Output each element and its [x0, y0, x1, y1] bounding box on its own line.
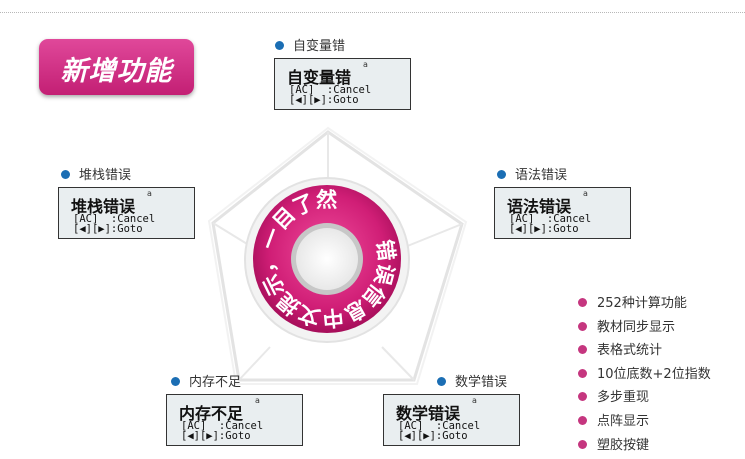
feature-item: 10位底数+2位指数 — [578, 363, 711, 387]
bullet-dot-icon — [578, 321, 587, 331]
label-argument-error: 自变量错 — [275, 35, 345, 54]
bullet-dot-icon — [275, 41, 284, 50]
screen-line-cancel: [AC] :Cancel — [398, 420, 481, 432]
label-stack-error: 堆栈错误 — [61, 164, 131, 183]
feature-text: 塑胶按键 — [597, 437, 650, 453]
label-text: 堆栈错误 — [79, 168, 132, 183]
screen-line-cancel: [AC] :Cancel — [181, 420, 264, 432]
feature-item: 塑胶按键 — [578, 434, 711, 458]
feature-item: 教材同步显示 — [578, 316, 711, 340]
label-math-error: 数学错误 — [437, 371, 507, 390]
feature-item: 252种计算功能 — [578, 292, 711, 316]
top-dotted-divider — [0, 12, 745, 13]
label-memory-error: 内存不足 — [171, 371, 241, 390]
center-hole — [296, 228, 358, 290]
screen-argument-error: 自变量错 a [AC] :Cancel [◀][▶]:Goto — [274, 58, 411, 110]
screen-title: 内存不足 — [179, 404, 244, 423]
bullet-dot-icon — [578, 415, 587, 425]
bullet-dot-icon — [497, 170, 506, 179]
feature-text: 252种计算功能 — [597, 296, 687, 311]
feature-text: 多步重现 — [597, 390, 650, 406]
screen-indicator: a — [583, 189, 588, 198]
screen-line-goto: [◀][▶]:Goto — [398, 430, 468, 442]
feature-text: 10位底数+2位指数 — [597, 366, 711, 382]
label-text: 语法错误 — [515, 168, 568, 183]
screen-indicator: a — [363, 60, 368, 69]
screen-title: 语法错误 — [507, 197, 572, 216]
feature-item: 表格式统计 — [578, 339, 711, 363]
feature-text: 教材同步显示 — [597, 319, 676, 335]
feature-list: 252种计算功能 教材同步显示 表格式统计 10位底数+2位指数 多步重现 点阵… — [578, 292, 711, 457]
screen-indicator: a — [147, 189, 152, 198]
screen-title: 数学错误 — [396, 404, 461, 423]
bullet-dot-icon — [578, 345, 587, 355]
screen-line-goto: [◀][▶]:Goto — [73, 223, 143, 235]
screen-line-cancel: [AC] :Cancel — [289, 84, 372, 96]
screen-indicator: a — [472, 396, 477, 405]
screen-stack-error: 堆栈错误 a [AC] :Cancel [◀][▶]:Goto — [58, 187, 195, 239]
screen-line-cancel: [AC] :Cancel — [509, 213, 592, 225]
bullet-dot-icon — [171, 377, 180, 386]
screen-line-goto: [◀][▶]:Goto — [509, 223, 579, 235]
bullet-dot-icon — [578, 439, 587, 449]
screen-line-goto: [◀][▶]:Goto — [289, 94, 359, 106]
pentagon-frame — [207, 126, 468, 385]
feature-item: 点阵显示 — [578, 410, 711, 434]
bullet-dot-icon — [578, 298, 587, 307]
feature-text: 表格式统计 — [597, 343, 663, 359]
label-text: 内存不足 — [189, 375, 242, 390]
screen-line-cancel: [AC] :Cancel — [73, 213, 156, 225]
label-text: 数学错误 — [455, 375, 508, 390]
screen-syntax-error: 语法错误 a [AC] :Cancel [◀][▶]:Goto — [494, 187, 631, 239]
badge-title: 新增功能 — [60, 56, 173, 87]
label-syntax-error: 语法错误 — [497, 164, 567, 183]
feature-text: 点阵显示 — [597, 413, 650, 429]
screen-title: 堆栈错误 — [71, 197, 136, 216]
bullet-dot-icon — [578, 368, 587, 378]
screen-math-error: 数学错误 a [AC] :Cancel [◀][▶]:Goto — [383, 394, 520, 446]
screen-indicator: a — [255, 396, 260, 405]
screen-title: 自变量错 — [287, 68, 352, 87]
new-features-badge: 新增功能 — [39, 39, 194, 95]
bullet-dot-icon — [437, 377, 446, 386]
bullet-dot-icon — [61, 170, 70, 179]
feature-item: 多步重现 — [578, 386, 711, 410]
label-text: 自变量错 — [293, 39, 346, 54]
screen-line-goto: [◀][▶]:Goto — [181, 430, 251, 442]
screen-memory-error: 内存不足 a [AC] :Cancel [◀][▶]:Goto — [166, 394, 303, 446]
bullet-dot-icon — [578, 392, 587, 402]
